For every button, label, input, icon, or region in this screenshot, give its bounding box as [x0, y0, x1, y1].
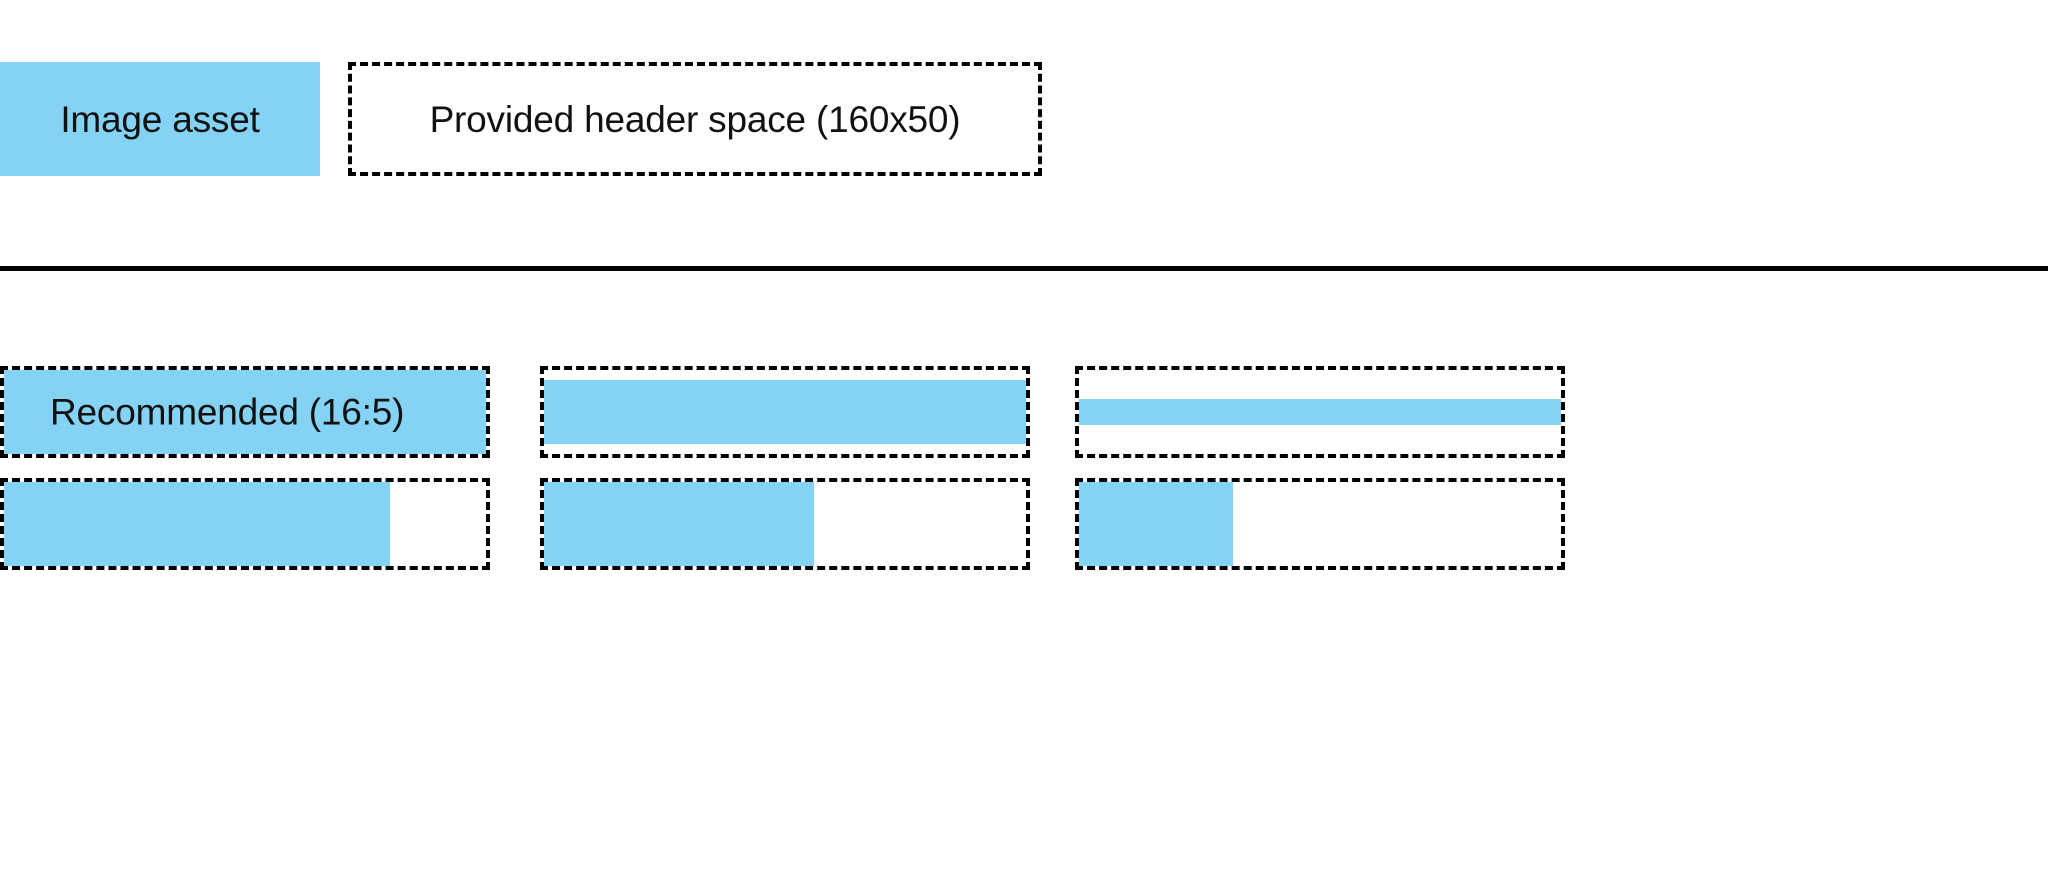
image-asset-label: Image asset: [60, 98, 260, 140]
ratio-fill: [4, 482, 390, 566]
ratio-fill: [1079, 482, 1234, 566]
ratio-fill: [544, 380, 1026, 444]
ratio-fill: [544, 482, 814, 566]
ratio-cell-narrow-fill: [1075, 478, 1565, 570]
image-asset-swatch: Image asset: [0, 62, 320, 176]
ratio-cell-full-bleed-16-5: Recommended (16:5): [0, 366, 490, 458]
ratio-cell-medium-fill: [540, 478, 1030, 570]
ratio-cell-short-inset: [540, 366, 1030, 458]
header-band: Image asset Provided header space (160x5…: [0, 62, 2048, 176]
provided-header-space-label: Provided header space (160x50): [429, 98, 961, 140]
ratio-fill: [1079, 398, 1561, 426]
ratio-cell-wide-fill: [0, 478, 490, 570]
ratio-cell-shortest-inset: [1075, 366, 1565, 458]
provided-header-space-box: Provided header space (160x50): [348, 62, 1042, 176]
ratio-caption-recommended: Recommended (16:5): [50, 391, 405, 433]
ratio-fill: [4, 370, 486, 454]
section-divider: [0, 266, 2048, 271]
